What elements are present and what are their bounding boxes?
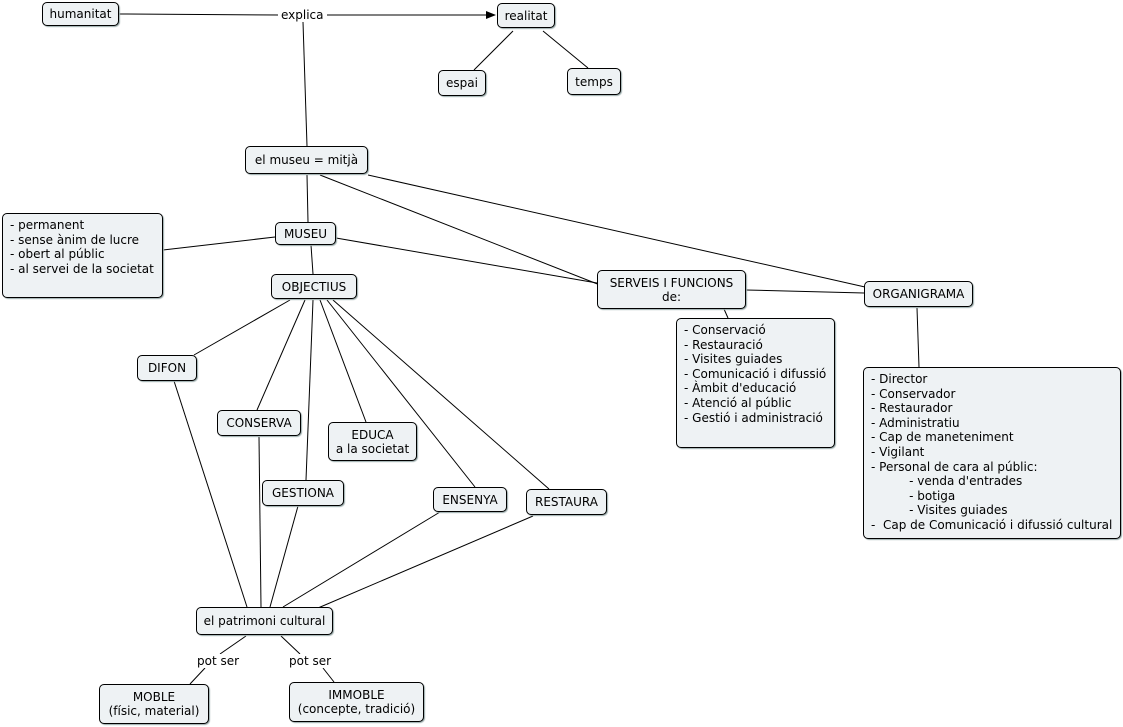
link-restaura-patrimoni bbox=[317, 515, 534, 609]
link-objectius-educa bbox=[319, 299, 367, 423]
serveis-item-6: - Gestió i administració bbox=[684, 410, 823, 425]
museu-prop-0: - permanent bbox=[10, 218, 85, 232]
organigrama-item-6: - Personal de cara al públic: bbox=[871, 459, 1038, 474]
link-organigrama-items bbox=[916, 307, 920, 368]
organigrama-item-5: - Vigilant bbox=[871, 444, 925, 459]
node-moble[interactable]: MOBLE (físic, material) bbox=[99, 684, 209, 724]
link-mitja-museu bbox=[306, 174, 309, 223]
node-museu-mitja[interactable]: el museu = mitjà bbox=[245, 146, 368, 174]
serveis-item-0: - Conservació bbox=[684, 323, 766, 337]
moble-line-1: (físic, material) bbox=[108, 704, 200, 718]
node-organigrama[interactable]: ORGANIGRAMA bbox=[864, 281, 973, 307]
link-objectius-conserva bbox=[256, 299, 306, 411]
node-patrimoni-cultural[interactable]: el patrimoni cultural bbox=[196, 607, 333, 635]
link-potser2-immoble bbox=[322, 667, 335, 683]
link-mitja-organigrama bbox=[367, 174, 866, 288]
museu-prop-2: - obert al públic bbox=[10, 247, 105, 262]
node-ensenya[interactable]: ENSENYA bbox=[433, 487, 507, 512]
moble-line-0: MOBLE bbox=[132, 690, 176, 704]
organigrama-item-3: - Administratiu bbox=[871, 415, 960, 430]
link-museu-serveis bbox=[335, 237, 598, 284]
serveis-line-1: de: bbox=[661, 289, 682, 304]
link-realitat-espai bbox=[473, 30, 514, 71]
node-conserva[interactable]: CONSERVA bbox=[217, 410, 301, 436]
link-mitja-serveis bbox=[319, 174, 601, 286]
node-objectius[interactable]: OBJECTIUS bbox=[271, 274, 357, 299]
node-realitat[interactable]: realitat bbox=[497, 3, 555, 28]
link-label-pot-ser-1: pot ser bbox=[194, 654, 243, 668]
link-realitat-temps bbox=[542, 30, 589, 69]
node-educa[interactable]: EDUCA a la societat bbox=[328, 422, 417, 461]
organigrama-item-8: - botiga bbox=[871, 488, 956, 503]
organigrama-item-7: - venda d'entrades bbox=[871, 474, 1023, 489]
link-humanitat-explica bbox=[118, 13, 281, 16]
organigrama-item-9: - Visites guiades bbox=[871, 503, 1008, 518]
serveis-item-3: - Comunicació i difussió bbox=[684, 366, 827, 381]
link-objectius-ensenya bbox=[326, 299, 476, 488]
node-difon[interactable]: DIFON bbox=[137, 355, 197, 381]
link-label-pot-ser-2: pot ser bbox=[286, 654, 335, 668]
museu-prop-3: - al servei de la societat bbox=[10, 261, 154, 276]
link-potser1-moble bbox=[189, 667, 206, 685]
node-organigrama-items[interactable]: - Director - Conservador - Restaurador -… bbox=[863, 367, 1121, 539]
organigrama-item-1: - Conservador bbox=[871, 386, 956, 401]
node-museu[interactable]: MUSEU bbox=[275, 222, 336, 245]
serveis-item-2: - Visites guiades bbox=[684, 352, 783, 367]
immoble-line-1: (concepte, tradició) bbox=[297, 702, 416, 716]
link-ensenya-patrimoni bbox=[282, 511, 441, 608]
node-humanitat[interactable]: humanitat bbox=[42, 2, 119, 26]
link-serveis-items bbox=[723, 308, 729, 319]
link-gestiona-patrimoni bbox=[269, 505, 299, 608]
link-difon-patrimoni bbox=[173, 380, 248, 608]
serveis-item-5: - Atenció al públic bbox=[684, 395, 792, 410]
link-conserva-patrimoni bbox=[258, 436, 262, 608]
node-museu-properties[interactable]: - permanent - sense ànim de lucre - ober… bbox=[2, 213, 163, 298]
link-patrimoni-potser1 bbox=[219, 635, 247, 655]
organigrama-item-0: - Director bbox=[871, 372, 928, 386]
node-serveis-items[interactable]: - Conservació - Restauració - Visites gu… bbox=[676, 318, 835, 448]
organigrama-item-2: - Restaurador bbox=[871, 401, 953, 416]
node-espai[interactable]: espai bbox=[438, 70, 486, 96]
node-serveis-funcions[interactable]: SERVEIS I FUNCIONS de: bbox=[597, 270, 746, 309]
link-label-explica: explica bbox=[278, 8, 327, 22]
node-immoble[interactable]: IMMOBLE (concepte, tradició) bbox=[289, 682, 424, 722]
link-serveis-organigrama bbox=[745, 289, 865, 294]
node-gestiona[interactable]: GESTIONA bbox=[262, 480, 344, 506]
node-temps[interactable]: temps bbox=[567, 68, 621, 95]
organigrama-item-10: - Cap de Comunicació i difussió cultural bbox=[871, 517, 1113, 532]
educa-line-0: EDUCA bbox=[351, 427, 394, 442]
link-patrimoni-potser2 bbox=[280, 635, 301, 655]
serveis-item-4: - Àmbit d'educació bbox=[684, 381, 797, 396]
link-objectius-difon bbox=[193, 299, 291, 356]
organigrama-item-4: - Cap de maneteniment bbox=[871, 430, 1014, 445]
serveis-item-1: - Restauració bbox=[684, 337, 763, 352]
link-museu-objectius bbox=[310, 244, 314, 275]
link-objectius-restaura bbox=[332, 299, 550, 490]
link-objectius-gestiona bbox=[305, 299, 314, 481]
link-explica-museu bbox=[302, 21, 308, 147]
immoble-line-0: IMMOBLE bbox=[328, 688, 385, 702]
link-museu-props bbox=[162, 236, 276, 251]
node-restaura[interactable]: RESTAURA bbox=[526, 489, 607, 515]
serveis-line-0: SERVEIS I FUNCIONS bbox=[609, 275, 734, 290]
museu-prop-1: - sense ànim de lucre bbox=[10, 232, 140, 247]
educa-line-1: a la societat bbox=[335, 441, 410, 456]
